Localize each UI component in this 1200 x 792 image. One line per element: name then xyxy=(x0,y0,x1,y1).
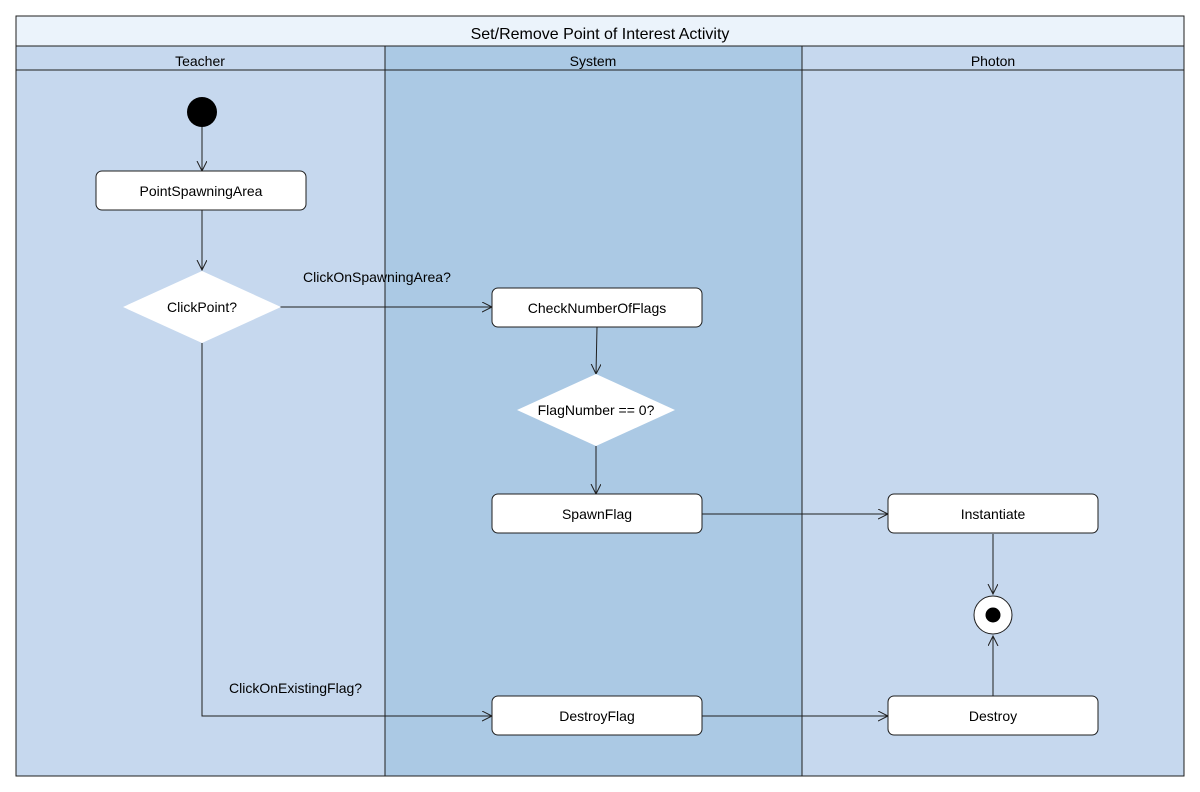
decision-label: ClickPoint? xyxy=(167,299,237,315)
action-destroy-flag: DestroyFlag xyxy=(491,695,703,736)
action-spawn-flag: SpawnFlag xyxy=(491,493,703,534)
title-bar xyxy=(15,15,1185,47)
action-check-number-of-flags: CheckNumberOfFlags xyxy=(491,287,703,328)
diagram-title: Set/Remove Point of Interest Activity xyxy=(471,26,730,43)
edge-label-click-on-existing-flag: ClickOnExistingFlag? xyxy=(229,680,362,696)
edge-checknumberofflags-to-flagnumber xyxy=(596,326,597,374)
lane-label-photon: Photon xyxy=(971,53,1015,69)
lane-label-system: System xyxy=(570,53,617,69)
decision-label: FlagNumber == 0? xyxy=(538,402,655,418)
action-label: PointSpawningArea xyxy=(140,183,263,199)
action-label: DestroyFlag xyxy=(559,708,634,724)
action-label: CheckNumberOfFlags xyxy=(528,300,667,316)
initial-node xyxy=(187,97,217,127)
lane-label-teacher: Teacher xyxy=(175,53,225,69)
edge-clickpoint-to-destroyflag xyxy=(201,343,492,716)
edge-label-click-on-spawning-area: ClickOnSpawningArea? xyxy=(303,269,451,285)
decision-click-point: ClickPoint? xyxy=(123,271,281,343)
action-instantiate: Instantiate xyxy=(887,493,1099,534)
action-label: SpawnFlag xyxy=(562,506,632,522)
final-node xyxy=(973,595,1013,635)
lane-teacher-bg xyxy=(16,46,385,776)
action-label: Destroy xyxy=(969,708,1017,724)
action-point-spawning-area: PointSpawningArea xyxy=(95,170,307,211)
action-label: Instantiate xyxy=(961,506,1026,522)
diagram-frame xyxy=(15,15,1185,777)
action-destroy: Destroy xyxy=(887,695,1099,736)
decision-flag-number-zero: FlagNumber == 0? xyxy=(517,374,675,446)
